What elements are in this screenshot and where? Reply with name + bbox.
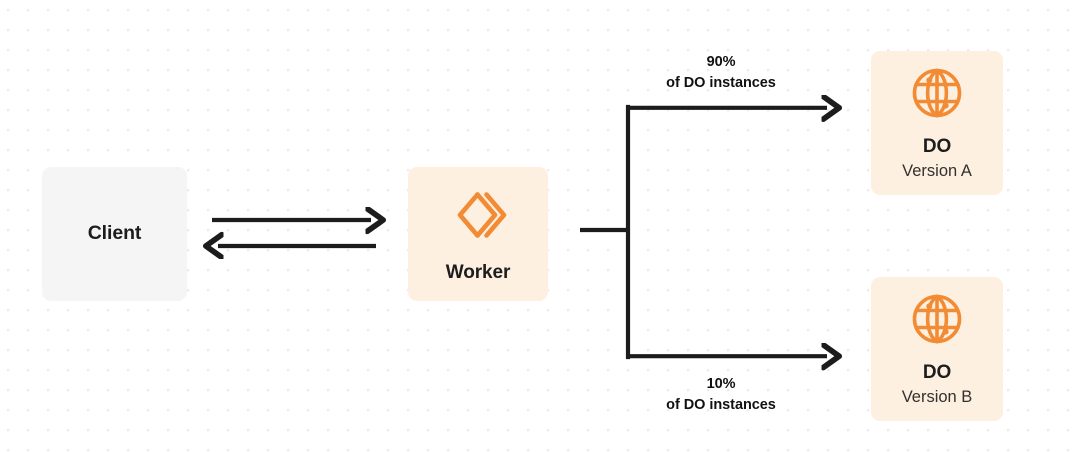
edge-label-do-a: 90% of DO instances bbox=[626, 52, 816, 94]
edge-label-do-a-caption: of DO instances bbox=[666, 75, 776, 92]
cloudflare-workers-icon bbox=[447, 184, 509, 246]
node-do-b-label: DO bbox=[922, 362, 952, 384]
edge-label-do-a-percent: 90% bbox=[706, 54, 736, 70]
node-do-version-a: DO Version A bbox=[871, 51, 1003, 195]
node-client: Client bbox=[42, 167, 187, 301]
node-do-version-b: DO Version B bbox=[871, 277, 1003, 421]
node-worker: Worker bbox=[408, 167, 548, 301]
globe-icon bbox=[908, 64, 966, 122]
connector-worker-split-bus bbox=[580, 104, 631, 360]
globe-icon bbox=[908, 290, 966, 348]
node-client-label: Client bbox=[87, 222, 142, 245]
node-do-b-version: Version B bbox=[901, 388, 973, 407]
edge-label-do-b-percent: 10% bbox=[706, 376, 736, 392]
edge-label-do-b: 10% of DO instances bbox=[626, 374, 816, 416]
node-do-a-version: Version A bbox=[902, 162, 972, 181]
node-do-a-label: DO bbox=[922, 136, 952, 158]
edge-label-do-b-caption: of DO instances bbox=[666, 397, 776, 414]
node-worker-label: Worker bbox=[445, 261, 511, 283]
